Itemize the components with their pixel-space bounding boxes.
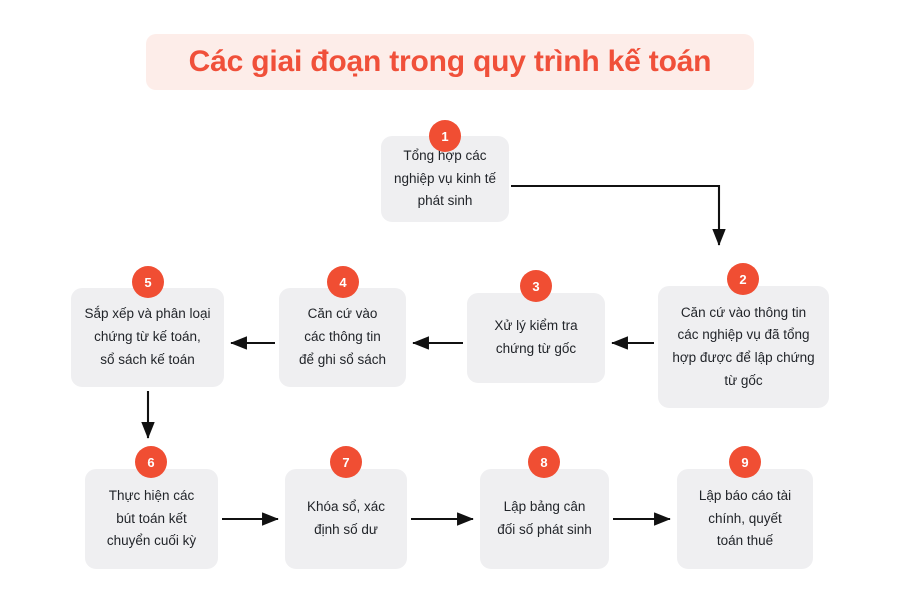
page-title: Các giai đoạn trong quy trình kế toán xyxy=(188,45,712,78)
flow-node-4-label: Căn cứ vào các thông tin để ghi sổ sách xyxy=(298,306,387,367)
flow-node-3[interactable]: Xử lý kiểm tra chứng từ gốc xyxy=(467,293,605,383)
step-badge-8: 8 xyxy=(528,446,560,478)
flow-node-5[interactable]: Sắp xếp và phân loại chứng từ kế toán, s… xyxy=(71,288,224,387)
flow-node-7-label: Khóa sổ, xác định số dư xyxy=(306,499,386,537)
flow-node-1-label: Tổng hợp các nghiệp vụ kinh tế phát sinh xyxy=(393,147,497,209)
connector-1-to-2 xyxy=(511,184,726,246)
flow-node-8[interactable]: Lập bảng cân đối số phát sinh xyxy=(480,469,609,569)
step-badge-7: 7 xyxy=(330,446,362,478)
flow-node-9-label: Lập báo cáo tài chính, quyết toán thuế xyxy=(698,487,792,549)
step-badge-1: 1 xyxy=(429,120,461,152)
step-badge-9: 9 xyxy=(729,446,761,478)
flow-node-1[interactable]: Tổng hợp các nghiệp vụ kinh tế phát sinh xyxy=(381,136,509,222)
flow-node-9[interactable]: Lập báo cáo tài chính, quyết toán thuế xyxy=(677,469,813,569)
flow-node-2-label: Căn cứ vào thông tin các nghiệp vụ đã tổ… xyxy=(672,304,815,388)
flow-node-7[interactable]: Khóa sổ, xác định số dư xyxy=(285,469,407,569)
step-badge-4: 4 xyxy=(327,266,359,298)
step-badge-3: 3 xyxy=(520,270,552,302)
flow-node-6-label: Thực hiện các bút toán kết chuyển cuối k… xyxy=(106,487,197,549)
step-badge-6: 6 xyxy=(135,446,167,478)
flow-node-4[interactable]: Căn cứ vào các thông tin để ghi sổ sách xyxy=(279,288,406,387)
page-title-banner: Các giai đoạn trong quy trình kế toán xyxy=(146,34,754,90)
flow-node-8-label: Lập bảng cân đối số phát sinh xyxy=(497,499,592,537)
flow-node-2[interactable]: Căn cứ vào thông tin các nghiệp vụ đã tổ… xyxy=(658,286,829,408)
step-badge-2: 2 xyxy=(727,263,759,295)
flow-node-5-label: Sắp xếp và phân loại chứng từ kế toán, s… xyxy=(84,306,211,367)
flow-node-6[interactable]: Thực hiện các bút toán kết chuyển cuối k… xyxy=(85,469,218,569)
step-badge-5: 5 xyxy=(132,266,164,298)
flow-node-3-label: Xử lý kiểm tra chứng từ gốc xyxy=(494,318,578,356)
